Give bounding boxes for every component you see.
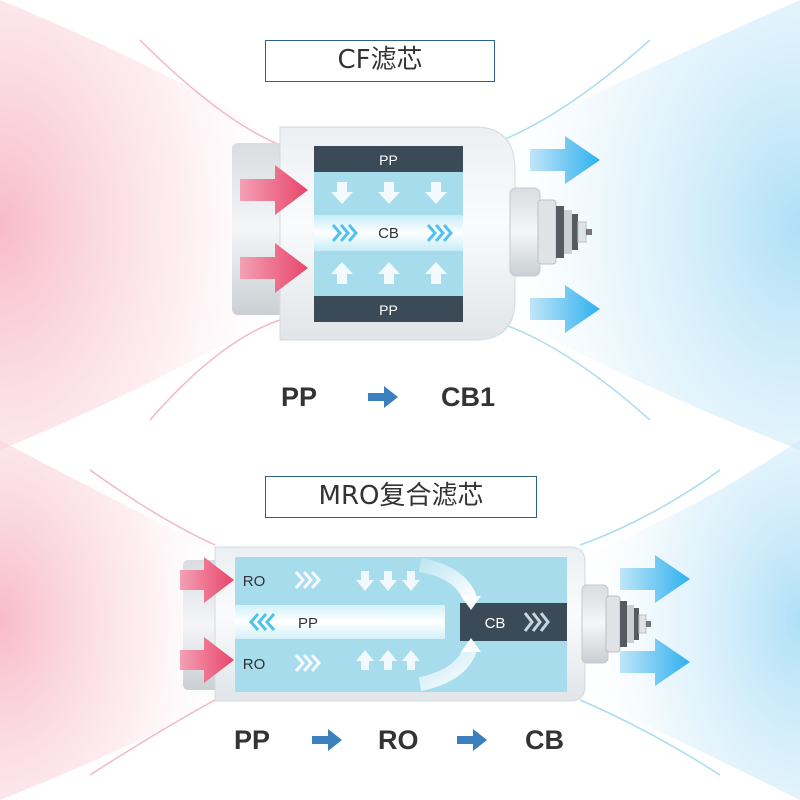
mro-down-arrows [356, 571, 420, 591]
cf-flow-arrow-icon [368, 386, 398, 408]
mro-cb-chevrons [523, 612, 550, 632]
mro-pp-chevrons [249, 613, 276, 631]
mro-outflow-arrow-top [620, 555, 690, 603]
cf-pp-bottom-label: PP [379, 302, 398, 318]
cf-inflow-glow [0, 0, 300, 450]
cf-cb-chevrons [331, 224, 453, 242]
cf-outflow-arrow-top [530, 136, 600, 184]
cf-flow-step-1: PP [281, 382, 318, 412]
mro-ro-chevrons [294, 571, 321, 672]
mro-inflow-arrow-bottom [180, 637, 234, 683]
mro-curved-arrows [418, 558, 481, 691]
mro-flow-arrow-icon-2 [457, 729, 487, 751]
mro-outflow-glow [570, 440, 800, 800]
mro-outflow-arrow-bottom [620, 638, 690, 686]
mro-cb-label: CB [485, 615, 506, 632]
cf-outflow-arrows [530, 136, 600, 333]
mro-flow-step-2: RO [378, 725, 419, 755]
mro-title: MRO复合滤芯 [265, 476, 537, 518]
cf-outlet-fitting [509, 187, 592, 277]
mro-filter: PP CB RO RO [0, 440, 800, 800]
cf-title: CF滤芯 [265, 40, 495, 82]
cf-filter: PP CB PP [0, 0, 800, 450]
cf-flow-step-2: CB1 [441, 382, 496, 412]
cf-inflow-arrow-bottom [240, 243, 308, 293]
mro-pp-layer [235, 605, 445, 639]
mro-cb-layer [460, 603, 567, 641]
cf-pp-bottom-layer [314, 296, 463, 322]
cf-inflow-arrows [240, 165, 308, 293]
mro-ro-top-label: RO [243, 573, 266, 590]
cf-inflow-arrow-top [240, 165, 308, 215]
mro-outlet-fitting [581, 584, 651, 664]
cf-streamlines [139, 39, 651, 421]
mro-up-arrows [356, 650, 420, 670]
cf-pp-top-layer [314, 146, 463, 172]
mro-flow-arrow-icon-1 [312, 729, 342, 751]
cf-outflow-arrow-bottom [530, 285, 600, 333]
cf-pp-top-label: PP [379, 152, 398, 168]
mro-flow-step-1: PP [234, 725, 271, 755]
mro-outflow-arrows [620, 555, 690, 686]
cf-cb-label: CB [378, 225, 399, 242]
cf-outflow-glow [480, 0, 800, 450]
cf-down-arrows [331, 182, 447, 204]
mro-pp-label: PP [298, 615, 318, 632]
mro-inflow-arrow-top [180, 557, 234, 603]
mro-streamlines [89, 469, 721, 776]
mro-flow-step-3: CB [525, 725, 564, 755]
mro-inflow-arrows [180, 557, 234, 683]
mro-ro-bottom-label: RO [243, 656, 266, 673]
mro-inflow-glow [0, 440, 240, 800]
cf-up-arrows [331, 262, 447, 284]
